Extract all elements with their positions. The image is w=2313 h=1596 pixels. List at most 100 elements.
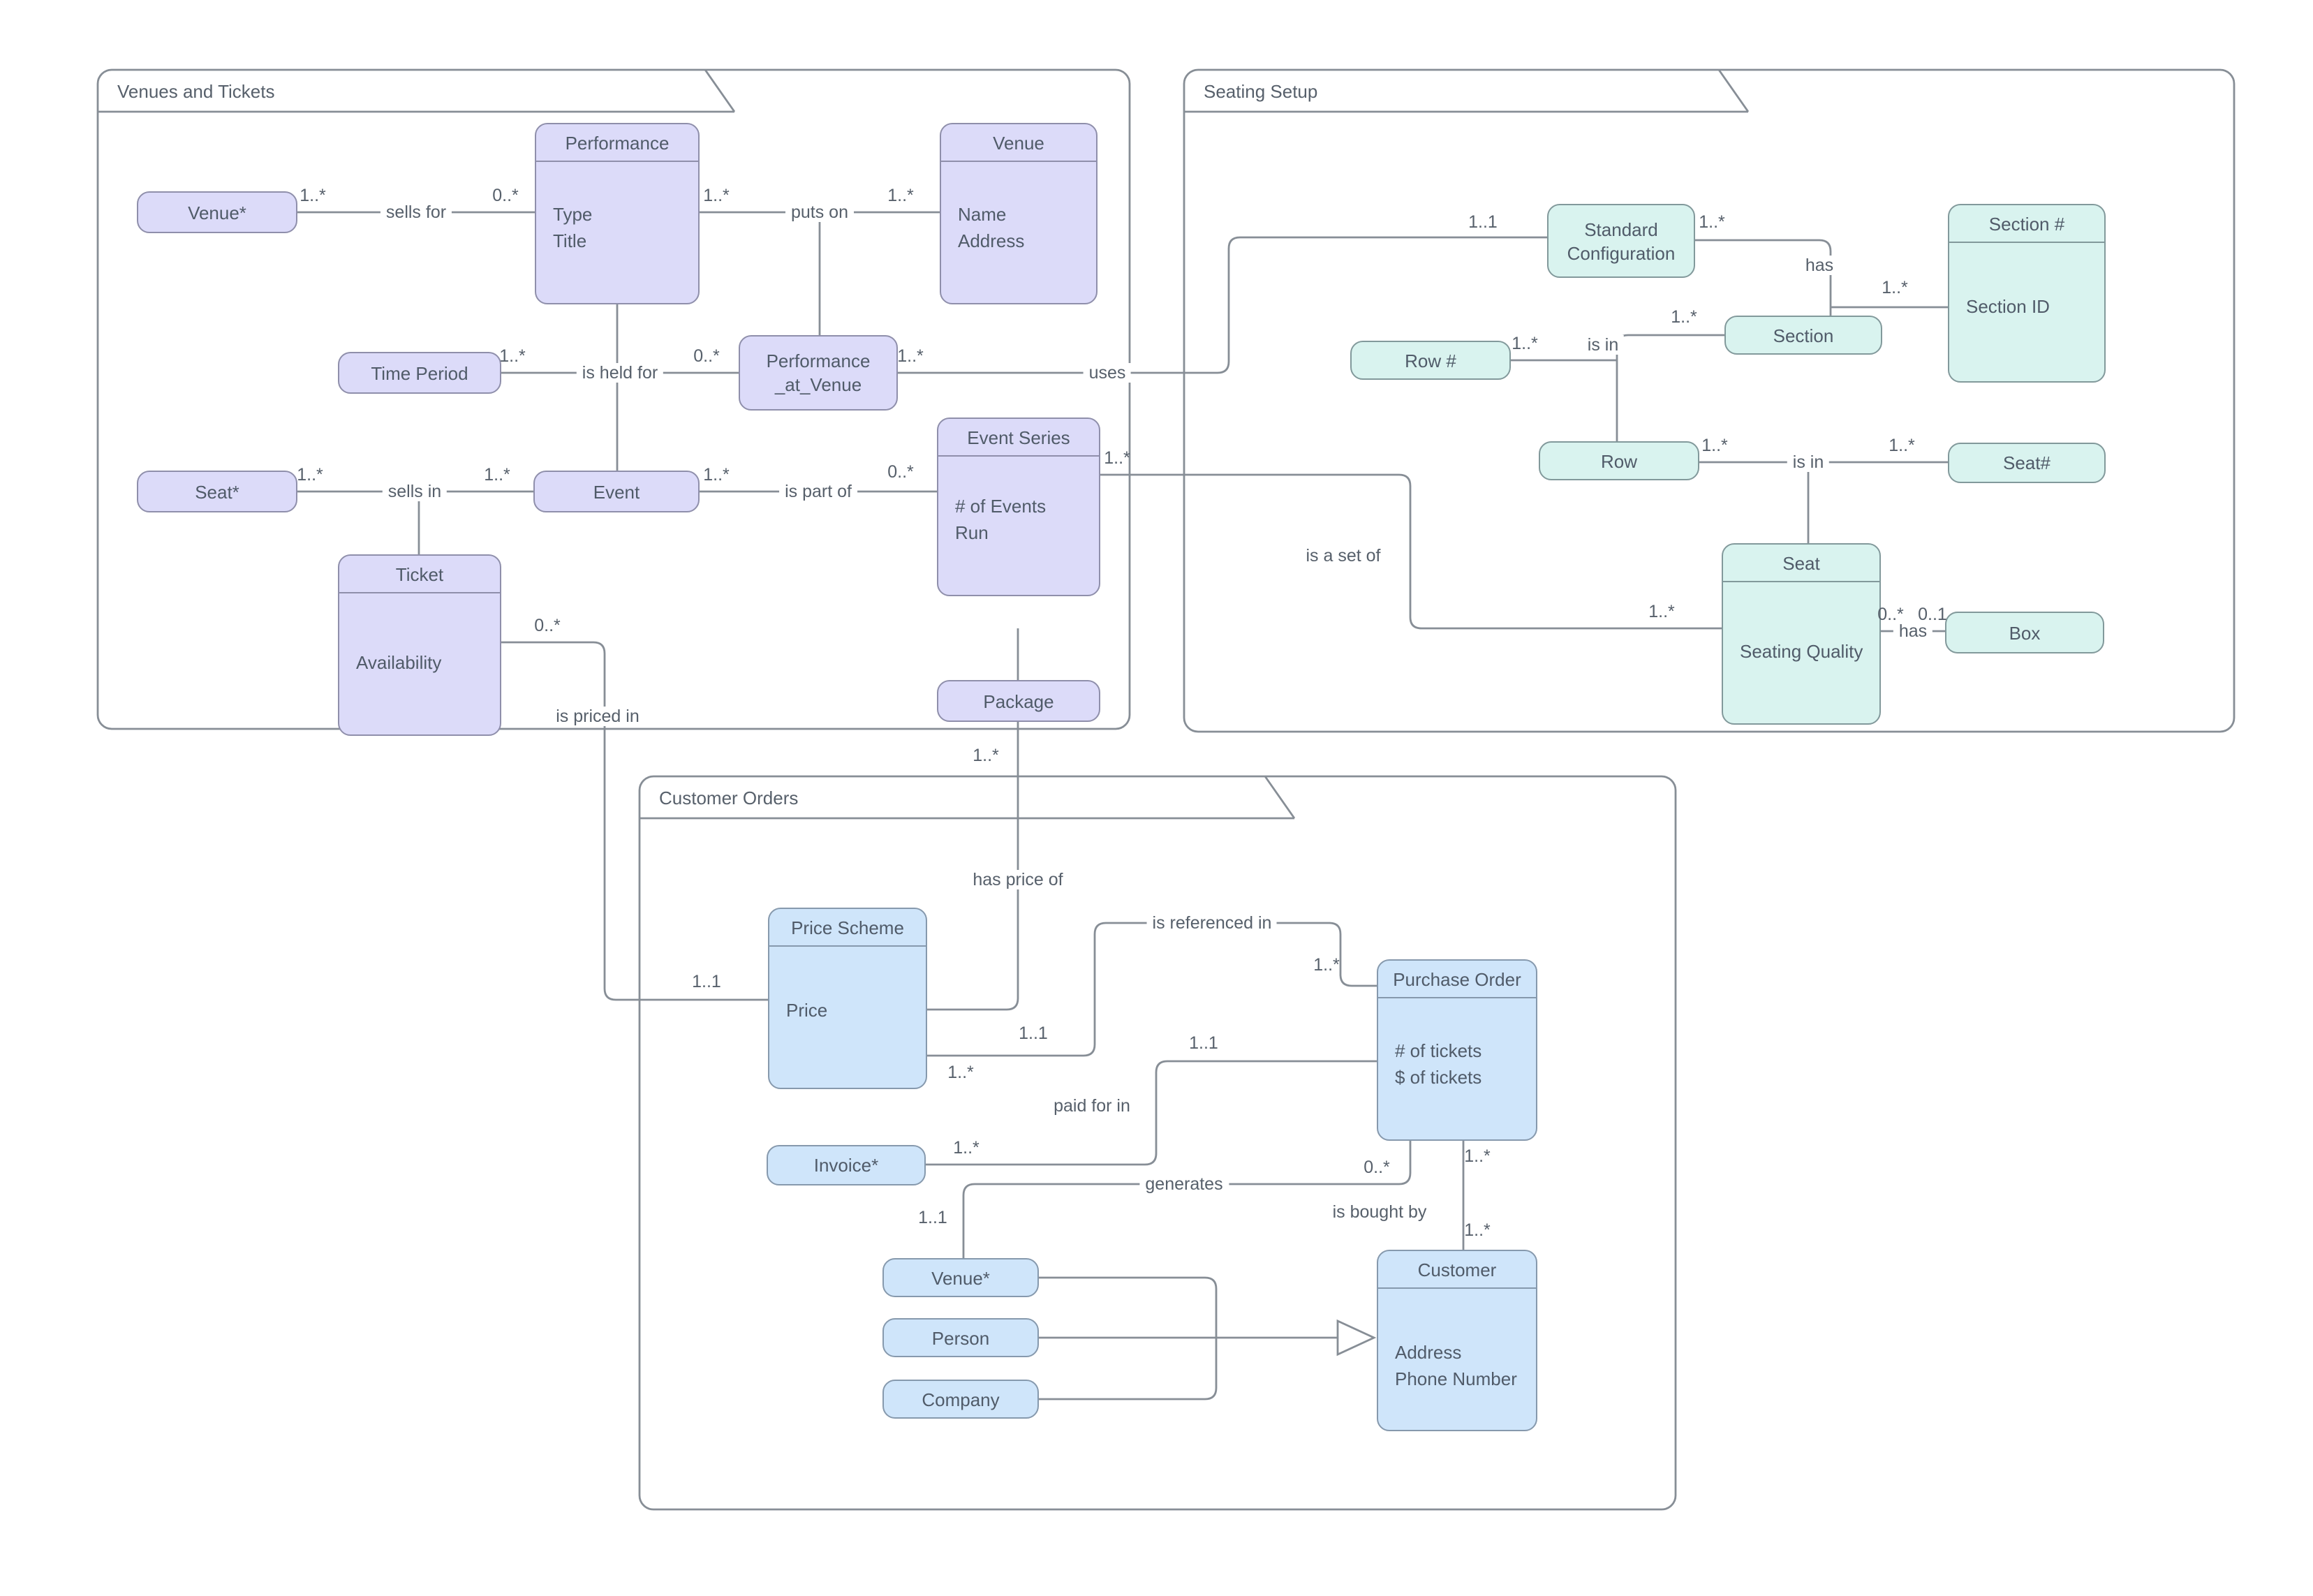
entity-title: Package: [983, 690, 1054, 711]
entity-event[interactable]: Event: [533, 471, 700, 512]
entity-row-number[interactable]: Row #: [1350, 341, 1511, 380]
entity-attribute: Address: [1395, 1342, 1462, 1363]
entity-title: Box: [2009, 622, 2041, 643]
entity-title: Event Series: [938, 419, 1099, 457]
multiplicity: 1..*: [1699, 212, 1725, 232]
multiplicity: 1..*: [1512, 334, 1538, 353]
entity-title: Performance: [536, 124, 698, 162]
entity-attribute: Section ID: [1966, 296, 2050, 317]
entity-invoice-ref[interactable]: Invoice*: [767, 1145, 926, 1185]
entity-title: Customer: [1378, 1251, 1536, 1289]
entity-attribute: $ of tickets: [1395, 1067, 1482, 1088]
connector-has-section: [1695, 239, 1832, 316]
multiplicity: 1..*: [1464, 1146, 1491, 1166]
entity-attribute: Phone Number: [1395, 1368, 1517, 1389]
multiplicity: 1..*: [1889, 436, 1915, 455]
entity-seat-ref[interactable]: Seat*: [137, 471, 297, 512]
multiplicity: 1..*: [1671, 307, 1697, 327]
package-label-venues-and-tickets: Venues and Tickets: [117, 81, 275, 102]
connector-paid-for-in: [926, 1060, 1377, 1166]
multiplicity: 0..*: [1364, 1158, 1390, 1177]
entity-row[interactable]: Row: [1539, 441, 1699, 480]
package-frame-venues-and-tickets[interactable]: [96, 68, 1131, 730]
relationship-label-uses: uses: [1083, 363, 1132, 383]
entity-box[interactable]: Box: [1945, 612, 2104, 653]
entity-performance-at-venue[interactable]: Performance _at_Venue: [739, 335, 898, 411]
multiplicity: 1..*: [703, 465, 730, 485]
entity-attribute: Price: [786, 1000, 828, 1021]
entity-title: Venue*: [931, 1267, 990, 1288]
multiplicity: 1..*: [300, 186, 326, 205]
multiplicity: 0..*: [1877, 605, 1904, 624]
entity-title: Seat: [1723, 545, 1879, 582]
entity-venue[interactable]: Venue Name Address: [940, 123, 1098, 304]
connector-inherit-venue: [1039, 1276, 1218, 1338]
entity-title: Row #: [1405, 350, 1456, 371]
relationship-label-has-section: has: [1799, 256, 1840, 275]
multiplicity: 1..*: [887, 186, 914, 205]
relationship-label-section-is-in: is in: [1581, 335, 1625, 355]
entity-title: Venue: [941, 124, 1096, 162]
entity-venue-ref2[interactable]: Venue*: [882, 1258, 1039, 1297]
entity-attribute: Title: [553, 230, 587, 251]
entity-title: Company: [922, 1389, 1000, 1410]
entity-section-number[interactable]: Section # Section ID: [1948, 204, 2106, 383]
entity-standard-configuration[interactable]: Standard Configuration: [1547, 204, 1695, 278]
relationship-label-seat-has-box: has: [1893, 621, 1933, 641]
connector-section-is-in: [1616, 334, 1724, 441]
entity-customer[interactable]: Customer Address Phone Number: [1377, 1250, 1537, 1431]
relationship-label-has-price-of: has price of: [967, 870, 1069, 889]
entity-title: Row: [1600, 450, 1637, 471]
entity-event-series[interactable]: Event Series # of Events Run: [937, 418, 1100, 596]
entity-seat[interactable]: Seat Seating Quality: [1722, 543, 1881, 725]
multiplicity: 1..*: [499, 346, 526, 366]
multiplicity: 1..*: [1882, 278, 1908, 297]
connector-lines: [297, 211, 1948, 1401]
package-label-seating-setup: Seating Setup: [1204, 81, 1318, 102]
entity-title: Venue*: [188, 202, 246, 223]
multiplicity: 1..*: [1464, 1220, 1491, 1240]
relationship-label-sells-for: sells for: [380, 202, 452, 222]
entity-title: Section: [1773, 325, 1834, 346]
relationship-label-is-held-for: is held for: [576, 363, 664, 383]
entity-title-line2: Configuration: [1567, 242, 1676, 263]
multiplicity: 1..*: [947, 1063, 974, 1082]
entity-title: Invoice*: [813, 1155, 879, 1176]
entity-time-period[interactable]: Time Period: [338, 352, 501, 394]
connector-is-referenced-in: [927, 922, 1377, 1057]
entity-attribute: Availability: [356, 652, 442, 673]
package-frame-customer-orders[interactable]: [638, 775, 1677, 1511]
multiplicity: 1..*: [484, 465, 510, 485]
entity-title: Purchase Order: [1378, 961, 1536, 998]
entity-ticket[interactable]: Ticket Availability: [338, 554, 501, 736]
entity-price-scheme[interactable]: Price Scheme Price: [768, 908, 927, 1089]
multiplicity: 1..1: [692, 972, 721, 991]
entity-section[interactable]: Section: [1724, 316, 1882, 355]
multiplicity: 1..*: [1648, 602, 1675, 621]
entity-title: Time Period: [371, 362, 468, 383]
entity-package[interactable]: Package: [937, 680, 1100, 722]
multiplicity: 0..*: [887, 462, 914, 482]
entity-attribute: # of tickets: [1395, 1040, 1482, 1061]
package-frame-seating-setup[interactable]: [1183, 68, 2236, 733]
entity-venue-ref[interactable]: Venue*: [137, 191, 297, 233]
multiplicity: 1..*: [1104, 448, 1130, 468]
entity-attribute: Name: [958, 204, 1007, 225]
multiplicity: 0..1: [1918, 605, 1947, 624]
relationship-label-is-part-of: is part of: [779, 482, 857, 501]
entity-purchase-order[interactable]: Purchase Order # of tickets $ of tickets: [1377, 959, 1537, 1141]
entity-title: Section #: [1949, 205, 2104, 243]
inheritance-arrow-icon: [1336, 1319, 1377, 1357]
entity-person[interactable]: Person: [882, 1318, 1039, 1357]
multiplicity: 0..*: [693, 346, 720, 366]
multiplicity: 0..*: [492, 186, 519, 205]
relationship-label-puts-on: puts on: [785, 202, 855, 222]
entity-company[interactable]: Company: [882, 1380, 1039, 1419]
entity-seat-number[interactable]: Seat#: [1948, 443, 2106, 483]
connector-is-a-set-of: [1100, 473, 1722, 630]
multiplicity: 1..*: [1701, 436, 1728, 455]
connector-has-price-of: [927, 722, 1019, 1011]
entity-performance[interactable]: Performance Type Title: [535, 123, 700, 304]
entity-attribute: Run: [955, 522, 989, 543]
